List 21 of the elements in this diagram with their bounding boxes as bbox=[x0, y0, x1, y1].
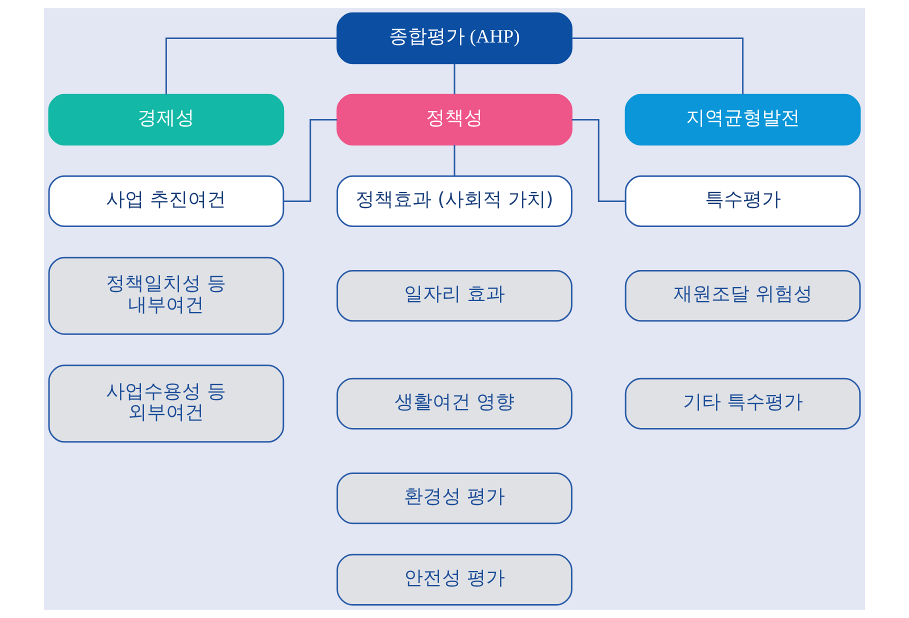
connector bbox=[572, 118, 626, 202]
node-box: 특수평가 bbox=[624, 175, 861, 228]
node-box: 정책일치성 등 내부여건 bbox=[48, 256, 284, 335]
node-box: 정책성 bbox=[336, 94, 572, 146]
node-box: 종합평가 (AHP) bbox=[336, 12, 572, 64]
node-box: 경제성 bbox=[48, 94, 284, 146]
node-box: 정책효과 (사회적 가치) bbox=[336, 175, 572, 228]
connector bbox=[284, 118, 338, 202]
node-box: 안전성 평가 bbox=[336, 554, 572, 606]
node-box: 생활여건 영향 bbox=[336, 378, 572, 430]
connector bbox=[572, 38, 744, 94]
node-box: 지역균형발전 bbox=[624, 94, 861, 146]
node-box: 환경성 평가 bbox=[336, 472, 572, 524]
connector bbox=[165, 38, 338, 94]
connector bbox=[454, 145, 456, 176]
node-box: 재원조달 위험성 bbox=[624, 270, 861, 322]
node-box: 사업수용성 등 외부여건 bbox=[48, 364, 284, 443]
node-box: 기타 특수평가 bbox=[624, 378, 861, 430]
node-box: 일자리 효과 bbox=[336, 270, 572, 322]
connector bbox=[454, 64, 456, 94]
node-box: 사업 추진여건 bbox=[48, 175, 284, 228]
